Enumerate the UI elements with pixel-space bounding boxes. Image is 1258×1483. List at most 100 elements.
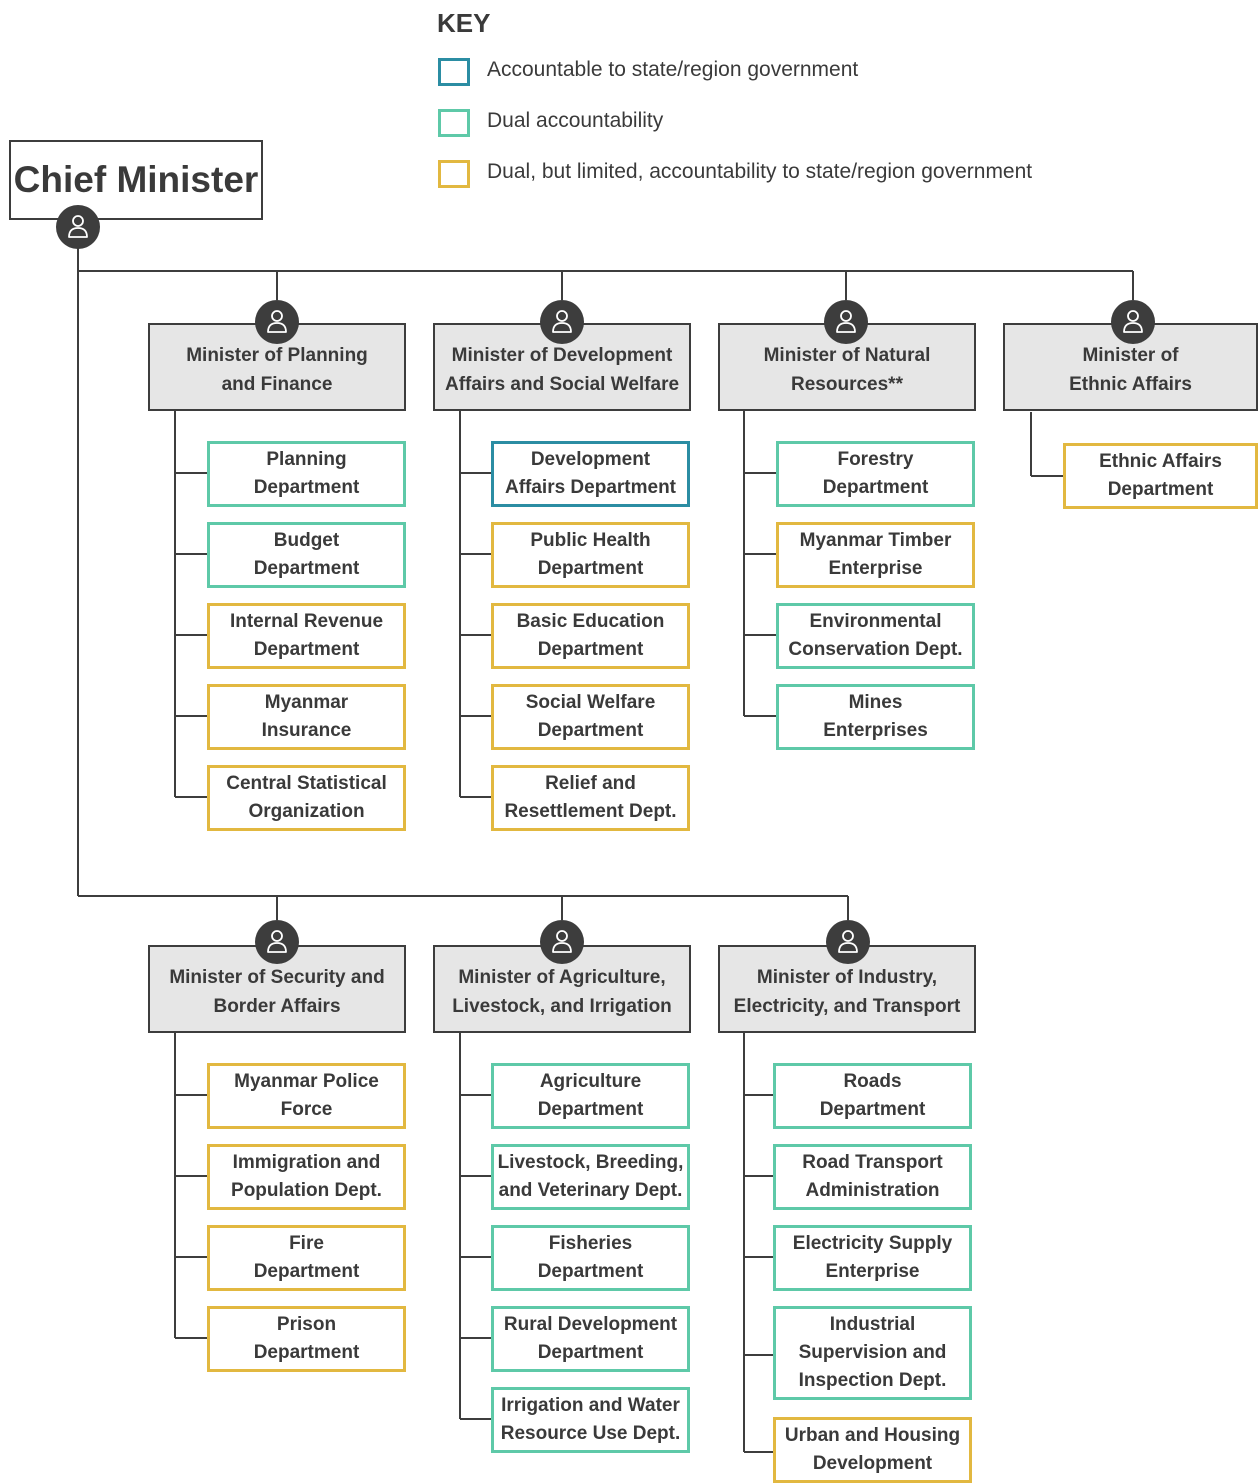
dept-line: Planning	[266, 449, 347, 470]
dept-line: Department	[537, 639, 644, 660]
dept-line: Inspection Dept.	[798, 1370, 947, 1391]
dept-line: Department	[537, 1342, 644, 1363]
dept-line: Road Transport	[802, 1152, 943, 1173]
dept-line: Agriculture	[539, 1071, 642, 1092]
dept-line: Department	[537, 558, 644, 579]
dept-line: Department	[537, 1261, 644, 1282]
minister-line: and Finance	[221, 374, 333, 395]
dept-line: Myanmar Timber	[799, 530, 952, 551]
dept-line: Ethnic Affairs	[1099, 451, 1222, 472]
dept-line: Development	[812, 1453, 933, 1474]
dept-line: Resource Use Dept.	[500, 1423, 681, 1444]
dept-line: Supervision and	[798, 1342, 947, 1363]
dept-line: Relief and	[545, 773, 636, 794]
person-icon	[1111, 300, 1155, 344]
dept-line: Urban and Housing	[784, 1425, 961, 1446]
dept-line: Department	[537, 720, 644, 741]
dept-line: Industrial	[829, 1314, 916, 1335]
minister-line: Affairs and Social Welfare	[444, 374, 680, 395]
dept-line: Irrigation and Water	[501, 1395, 680, 1416]
dept-line: Electricity Supply	[792, 1233, 953, 1254]
dept-line: Central Statistical	[226, 773, 387, 794]
key-title: KEY	[437, 8, 491, 38]
dept-line: Rural Development	[503, 1314, 678, 1335]
minister-line: Livestock, and Irrigation	[452, 996, 672, 1017]
dept-line: Population Dept.	[231, 1180, 382, 1201]
minister-line: Border Affairs	[213, 996, 341, 1017]
person-icon	[56, 205, 100, 249]
dept-line: Social Welfare	[525, 692, 656, 713]
dept-line: Forestry	[837, 449, 914, 470]
dept-line: Affairs Department	[504, 477, 677, 498]
dept-line: Enterprises	[823, 720, 928, 741]
person-icon	[540, 300, 584, 344]
minister-line: Minister of Industry,	[756, 967, 938, 988]
dept-line: Administration	[805, 1180, 940, 1201]
dept-line: Enterprise	[825, 1261, 920, 1282]
dept-line: Mines	[848, 692, 903, 713]
dept-line: Enterprise	[828, 558, 923, 579]
key-label-dual: Dual accountability	[487, 109, 664, 132]
minister-line: Minister of Natural	[763, 345, 931, 366]
dept-line: Insurance	[261, 720, 352, 741]
minister-line: Minister of Security and	[169, 967, 385, 988]
dept-line: Internal Revenue	[229, 611, 384, 632]
person-icon	[255, 920, 299, 964]
dept-line: Department	[253, 558, 360, 579]
dept-line: Livestock, Breeding,	[497, 1152, 684, 1173]
dept-line: Myanmar	[264, 692, 349, 713]
dept-line: Conservation Dept.	[788, 639, 963, 660]
person-icon	[255, 300, 299, 344]
dept-line: Force	[280, 1099, 333, 1120]
dept-line: Development	[530, 449, 651, 470]
minister-line: Electricity, and Transport	[733, 996, 961, 1017]
dept-line: Public Health	[530, 530, 651, 551]
minister-line: Minister of Development	[451, 345, 673, 366]
dept-line: Fire	[289, 1233, 324, 1254]
minister-line: Resources**	[791, 374, 903, 395]
dept-line: Fisheries	[548, 1233, 633, 1254]
chief-minister-box: Chief Minister	[9, 140, 263, 220]
dept-line: Department	[1107, 479, 1214, 500]
person-icon	[824, 300, 868, 344]
key-label-limited: Dual, but limited, accountability to sta…	[487, 160, 1033, 183]
dept-line: Resettlement Dept.	[504, 801, 677, 822]
dept-line: Department	[253, 639, 360, 660]
minister-line: Ethnic Affairs	[1069, 374, 1192, 395]
dept-line: Organization	[248, 801, 365, 822]
dept-line: Environmental	[809, 611, 942, 632]
dept-line: Department	[819, 1099, 926, 1120]
dept-line: Immigration and	[232, 1152, 381, 1173]
dept-line: Department	[253, 1342, 360, 1363]
minister-line: Minister of	[1082, 345, 1179, 366]
